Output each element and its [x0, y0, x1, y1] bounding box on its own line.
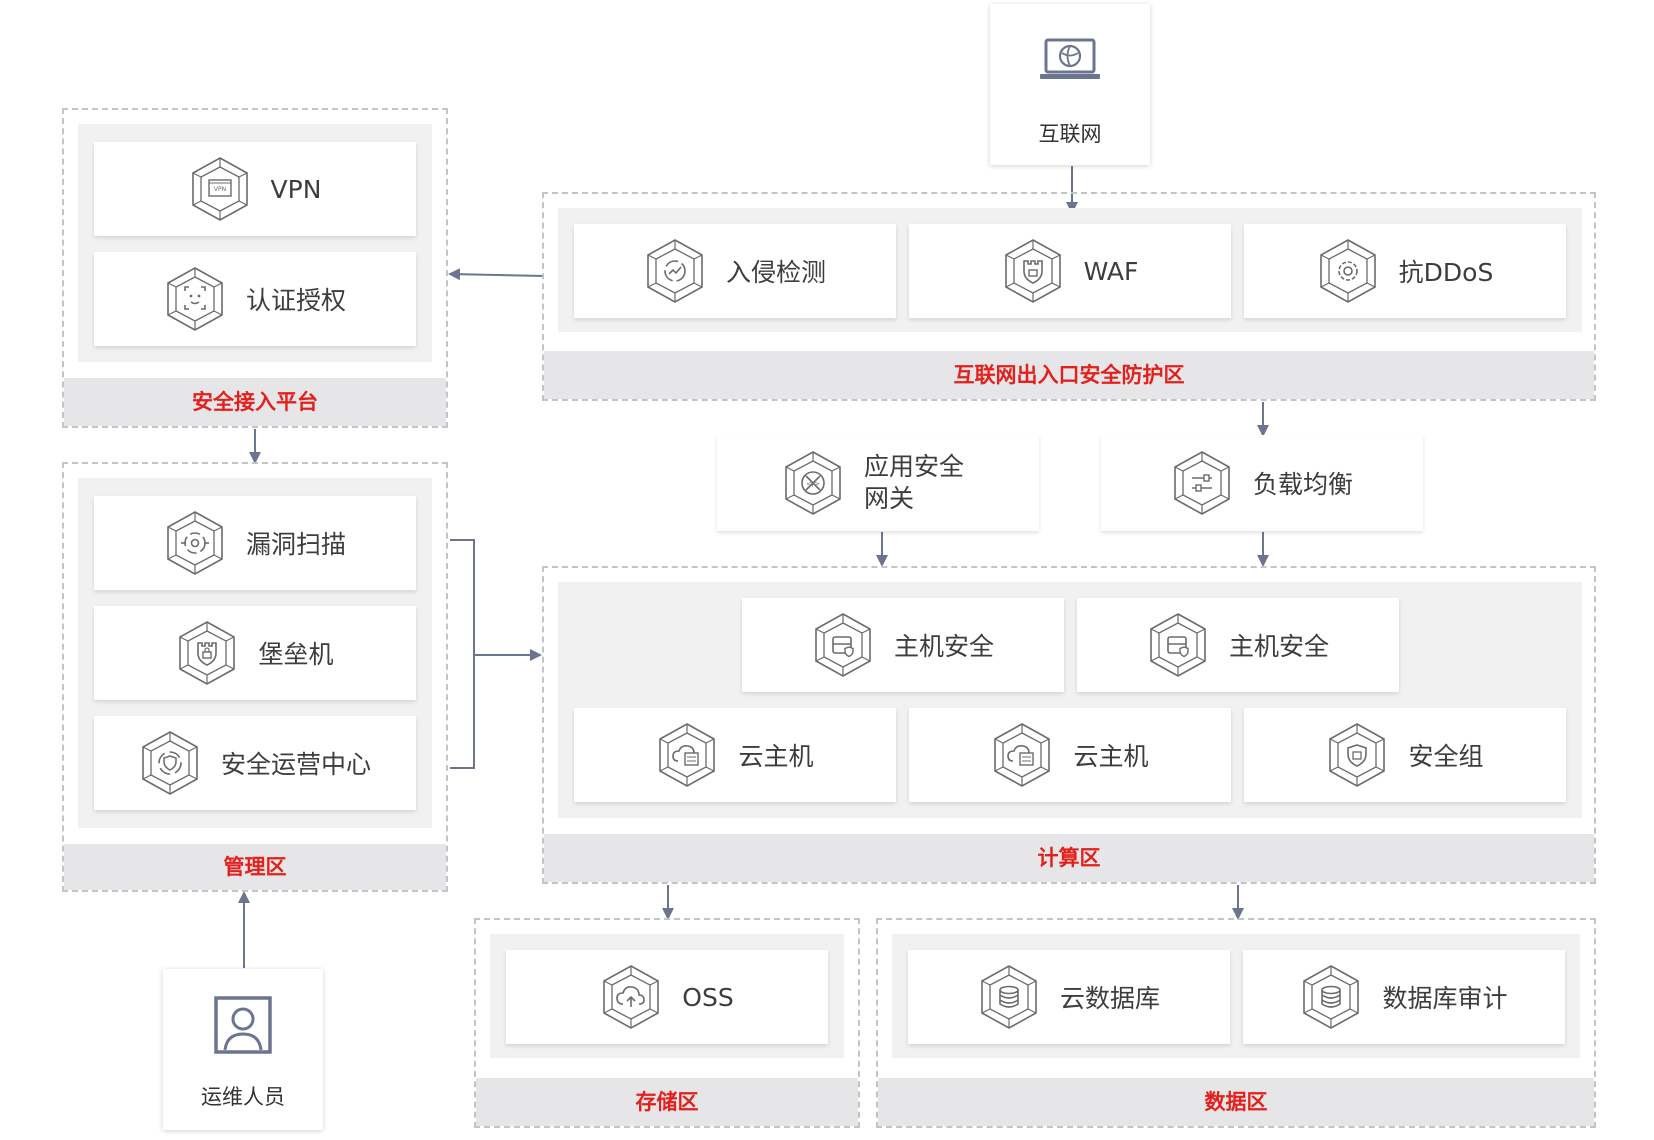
card-intrusion-detection-label: 入侵检测 — [725, 258, 826, 287]
host-security-icon — [812, 611, 874, 679]
zone-management: 漏洞扫描 堡垒机 安全运营中心 管理区 — [62, 462, 448, 892]
card-auth[interactable]: 认证授权 — [94, 252, 416, 346]
card-anti-ddos-label: 抗DDoS — [1398, 258, 1494, 287]
card-security-group-label: 安全组 — [1408, 742, 1484, 771]
card-load-balancer[interactable]: 负载均衡 — [1101, 435, 1423, 531]
ops-personnel-node[interactable]: 运维人员 — [163, 969, 323, 1130]
card-cloud-host-1-label: 云主机 — [738, 742, 814, 771]
zone-storage-label: 存储区 — [476, 1078, 858, 1126]
card-oss-label: OSS — [682, 982, 734, 1012]
card-host-security-2[interactable]: 主机安全 — [1077, 598, 1399, 692]
card-cloud-host-1[interactable]: 云主机 — [574, 708, 896, 802]
security-group-icon — [1326, 721, 1388, 789]
database-audit-icon — [1300, 963, 1362, 1031]
zone-internet-edge: 入侵检测 WAF 抗DDoS 互联网出入口安全防护区 — [542, 192, 1596, 401]
card-cloud-host-2[interactable]: 云主机 — [909, 708, 1231, 802]
card-waf[interactable]: WAF — [909, 224, 1231, 318]
waf-castle-icon — [1002, 237, 1064, 305]
face-scan-icon — [164, 265, 226, 333]
card-app-security-gateway-label: 应用安全网关 — [864, 452, 965, 513]
zone-storage: OSS 存储区 — [474, 918, 860, 1128]
load-balancer-icon — [1171, 449, 1233, 517]
internet-node[interactable]: 互联网 — [990, 4, 1150, 165]
card-vpn[interactable]: VPN VPN — [94, 142, 416, 236]
card-auth-label: 认证授权 — [245, 286, 346, 315]
vulnerability-scan-icon — [164, 509, 226, 577]
card-anti-ddos[interactable]: 抗DDoS — [1244, 224, 1566, 318]
bracket-management — [450, 539, 475, 769]
zone-compute: 主机安全 主机安全 云主机 云主机 安全组 计算区 — [542, 566, 1596, 884]
vpn-icon: VPN — [189, 155, 251, 223]
card-cloud-database-label: 云数据库 — [1059, 984, 1160, 1013]
intrusion-detection-icon — [644, 237, 706, 305]
card-security-group[interactable]: 安全组 — [1244, 708, 1566, 802]
svg-text:</>: </> — [806, 480, 820, 488]
person-icon — [213, 995, 273, 1061]
card-soc-label: 安全运营中心 — [220, 750, 371, 779]
card-database-audit[interactable]: 数据库审计 — [1243, 950, 1565, 1044]
zone-internet-edge-label: 互联网出入口安全防护区 — [544, 351, 1594, 399]
cloud-host-icon — [991, 721, 1053, 789]
ddos-gear-icon — [1317, 237, 1379, 305]
card-database-audit-label: 数据库审计 — [1382, 984, 1508, 1013]
soc-shield-icon — [139, 729, 201, 797]
card-load-balancer-label: 负载均衡 — [1252, 470, 1353, 499]
host-security-icon — [1147, 611, 1209, 679]
zone-management-label: 管理区 — [64, 844, 446, 890]
card-cloud-host-2-label: 云主机 — [1073, 742, 1149, 771]
card-host-security-1-label: 主机安全 — [893, 632, 994, 661]
oss-cloud-icon — [600, 963, 662, 1031]
zone-secure-access: VPN VPN 认证授权 安全接入平台 — [62, 108, 448, 428]
card-vpn-label: VPN — [270, 174, 322, 204]
zone-compute-label: 计算区 — [544, 834, 1594, 882]
ops-personnel-label: 运维人员 — [201, 1085, 285, 1109]
cloud-host-icon — [656, 721, 718, 789]
app-gateway-icon: </> — [782, 449, 844, 517]
card-vulnerability-scan-label: 漏洞扫描 — [245, 530, 346, 559]
card-bastion-label: 堡垒机 — [258, 640, 334, 669]
zone-secure-access-label: 安全接入平台 — [64, 378, 446, 426]
laptop-globe-icon — [1038, 34, 1102, 88]
svg-text:VPN: VPN — [213, 186, 225, 193]
zone-data-label: 数据区 — [878, 1078, 1594, 1126]
card-soc[interactable]: 安全运营中心 — [94, 716, 416, 810]
card-host-security-1[interactable]: 主机安全 — [742, 598, 1064, 692]
card-host-security-2-label: 主机安全 — [1228, 632, 1329, 661]
card-vulnerability-scan[interactable]: 漏洞扫描 — [94, 496, 416, 590]
card-app-security-gateway[interactable]: </> 应用安全网关 — [717, 435, 1039, 531]
card-waf-label: WAF — [1083, 256, 1139, 286]
card-oss[interactable]: OSS — [506, 950, 828, 1044]
card-cloud-database[interactable]: 云数据库 — [908, 950, 1230, 1044]
internet-label: 互联网 — [1038, 122, 1102, 146]
card-bastion[interactable]: 堡垒机 — [94, 606, 416, 700]
bastion-icon — [176, 619, 238, 687]
zone-data: 云数据库 数据库审计 数据区 — [876, 918, 1596, 1128]
database-icon — [978, 963, 1040, 1031]
arrow-edge-to-access — [448, 268, 545, 281]
card-intrusion-detection[interactable]: 入侵检测 — [574, 224, 896, 318]
